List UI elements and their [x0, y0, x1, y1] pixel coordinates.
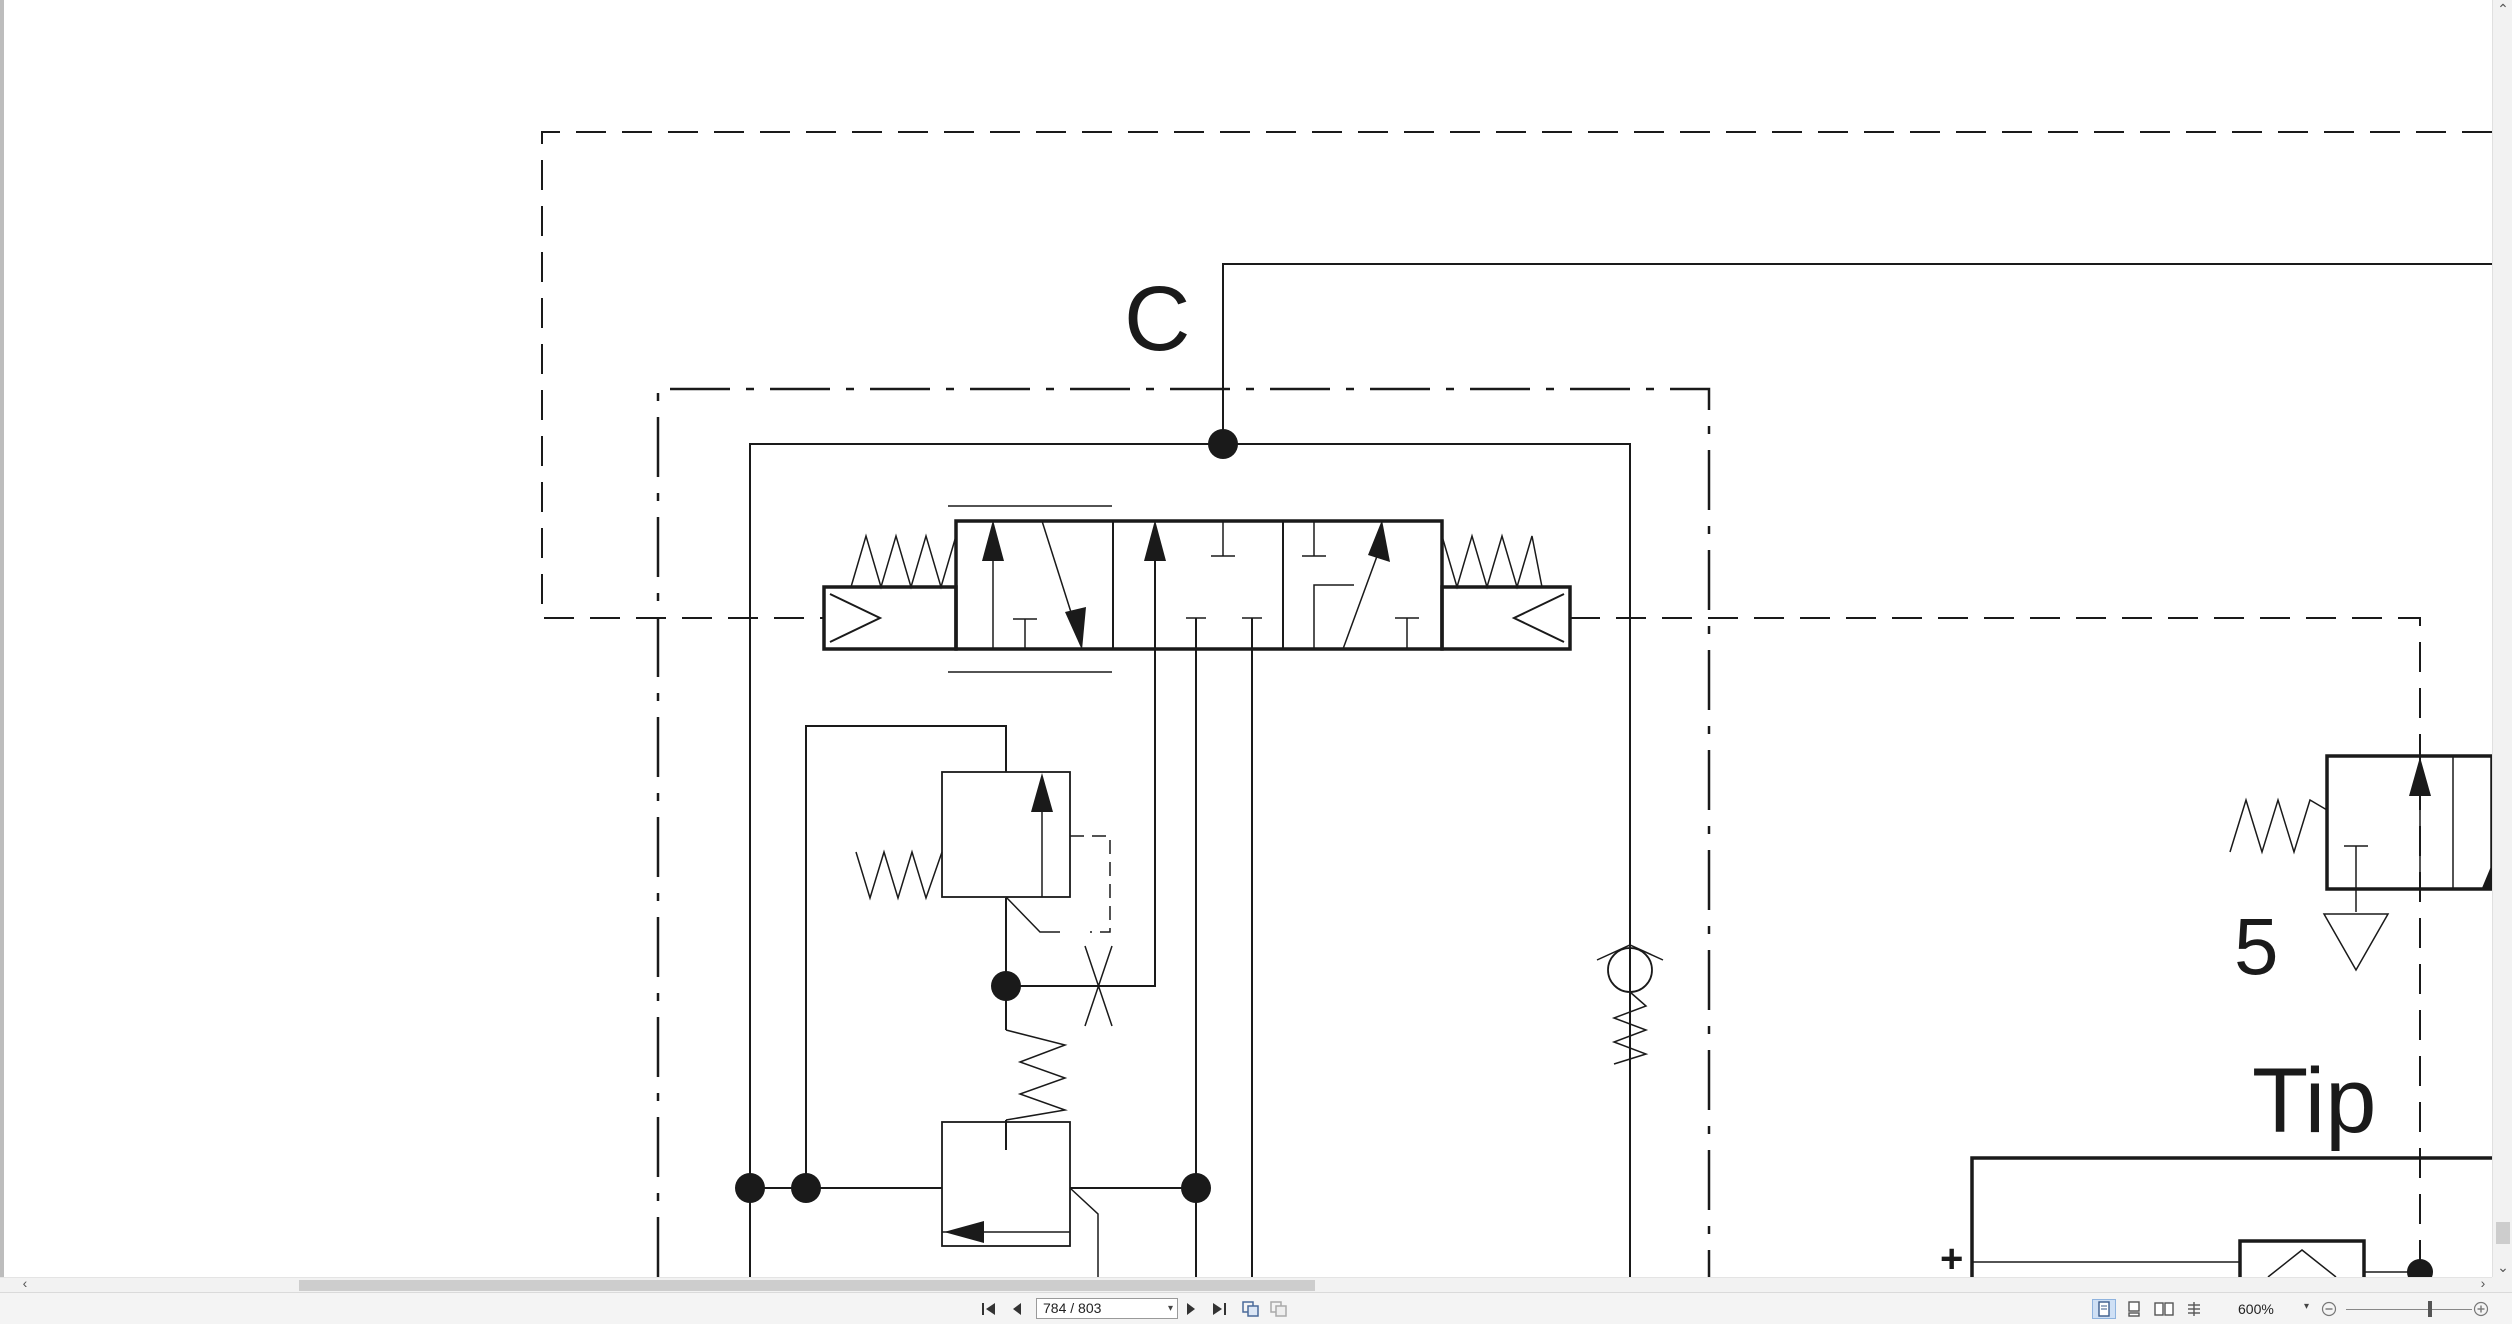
directional-valve-body — [954, 519, 1444, 651]
prev-page-button[interactable] — [1006, 1299, 1028, 1319]
junction-dot — [735, 1173, 765, 1203]
line-c-loop — [749, 443, 1631, 1277]
dashdot-boundary — [656, 387, 1711, 1277]
spring-check — [1611, 991, 1649, 1065]
solenoid-right — [1440, 585, 1572, 651]
paste-pages-icon — [1270, 1301, 1287, 1317]
next-page-icon — [1187, 1303, 1195, 1315]
paste-pages-button[interactable] — [1268, 1299, 1290, 1319]
label-tip: Tip — [2252, 1050, 2376, 1152]
single-page-icon — [2098, 1301, 2110, 1317]
zoom-in-icon — [2473, 1301, 2489, 1317]
scrollbar-corner — [2492, 1277, 2512, 1292]
document-viewport[interactable]: C 5 Tip + — [0, 0, 2492, 1277]
junction-dot — [1181, 1173, 1211, 1203]
solenoid-left — [822, 585, 958, 651]
spring-valve-five — [2229, 797, 2328, 855]
last-page-icon — [1213, 1303, 1226, 1315]
horizontal-scrollbar[interactable]: ‹ › — [0, 1275, 2492, 1292]
junction-dot — [1208, 429, 1238, 459]
next-page-button[interactable] — [1180, 1299, 1202, 1319]
valve-five-body — [2325, 754, 2492, 891]
first-page-icon — [982, 1303, 995, 1315]
label-five: 5 — [2234, 902, 2279, 991]
spring-right — [1441, 533, 1543, 590]
last-page-button[interactable] — [1208, 1299, 1230, 1319]
junction-dot — [2407, 1259, 2433, 1277]
spring-left — [850, 533, 957, 590]
continuous-view-button[interactable] — [2122, 1299, 2146, 1319]
zoom-out-button[interactable] — [2318, 1299, 2340, 1319]
continuous-facing-icon — [2188, 1302, 2200, 1316]
first-page-button[interactable] — [978, 1299, 1000, 1319]
scroll-left-icon[interactable]: ‹ — [22, 1275, 28, 1291]
spring-lower — [1005, 1029, 1068, 1121]
zoom-slider-thumb[interactable] — [2428, 1301, 2432, 1317]
status-bar: 784 / 803 ▾ 600% ▾ — [0, 1292, 2512, 1324]
single-page-view-button[interactable] — [2092, 1299, 2116, 1319]
continuous-page-icon — [2128, 1301, 2140, 1317]
vertical-scrollbar[interactable]: ⌃ ⌄ — [2492, 0, 2512, 1277]
zoom-slider-track[interactable] — [2346, 1309, 2472, 1310]
zoom-in-button[interactable] — [2470, 1299, 2492, 1319]
vertical-scroll-thumb[interactable] — [2496, 1222, 2510, 1244]
line-port-a — [1022, 524, 1156, 987]
scroll-down-icon[interactable]: ⌄ — [2497, 1259, 2509, 1275]
label-c: C — [1124, 268, 1190, 370]
tip-block — [1970, 1156, 2492, 1277]
line-relief-loop — [805, 725, 1007, 1188]
outer-dashed-boundary — [541, 131, 2492, 619]
junction-dot — [991, 971, 1021, 1001]
reducing-valve — [941, 771, 1071, 898]
tank-symbol — [2322, 913, 2390, 972]
line-c-top — [1222, 263, 2492, 444]
zoom-out-icon — [2321, 1301, 2337, 1317]
scroll-right-icon[interactable]: › — [2480, 1275, 2486, 1291]
copy-pages-icon — [1242, 1301, 1259, 1317]
hydraulic-schematic: C 5 Tip + — [541, 131, 2492, 1277]
zoom-level[interactable]: 600% — [2238, 1301, 2274, 1317]
scroll-up-icon[interactable]: ⌃ — [2497, 1, 2509, 17]
junction-dot — [791, 1173, 821, 1203]
page-indicator: 784 / 803 — [1043, 1300, 1102, 1316]
continuous-facing-view-button[interactable] — [2182, 1299, 2206, 1319]
horizontal-scroll-thumb[interactable] — [299, 1280, 1315, 1291]
relief-valve — [941, 1121, 1071, 1247]
page-dropdown-icon[interactable]: ▾ — [1167, 1303, 1173, 1314]
copy-pages-button[interactable] — [1240, 1299, 1262, 1319]
zoom-dropdown-icon[interactable]: ▾ — [2304, 1301, 2310, 1312]
left-panel-edge — [0, 0, 4, 1277]
line-drain — [1069, 1187, 1099, 1277]
page-number-field[interactable]: 784 / 803 ▾ — [1036, 1298, 1178, 1319]
spring-reducing — [855, 849, 943, 901]
label-plus: + — [1940, 1237, 1963, 1277]
facing-pages-icon — [2154, 1302, 2174, 1316]
prev-page-icon — [1013, 1303, 1021, 1315]
pilot-dashed-line — [1570, 617, 2421, 1274]
facing-view-button[interactable] — [2152, 1299, 2176, 1319]
